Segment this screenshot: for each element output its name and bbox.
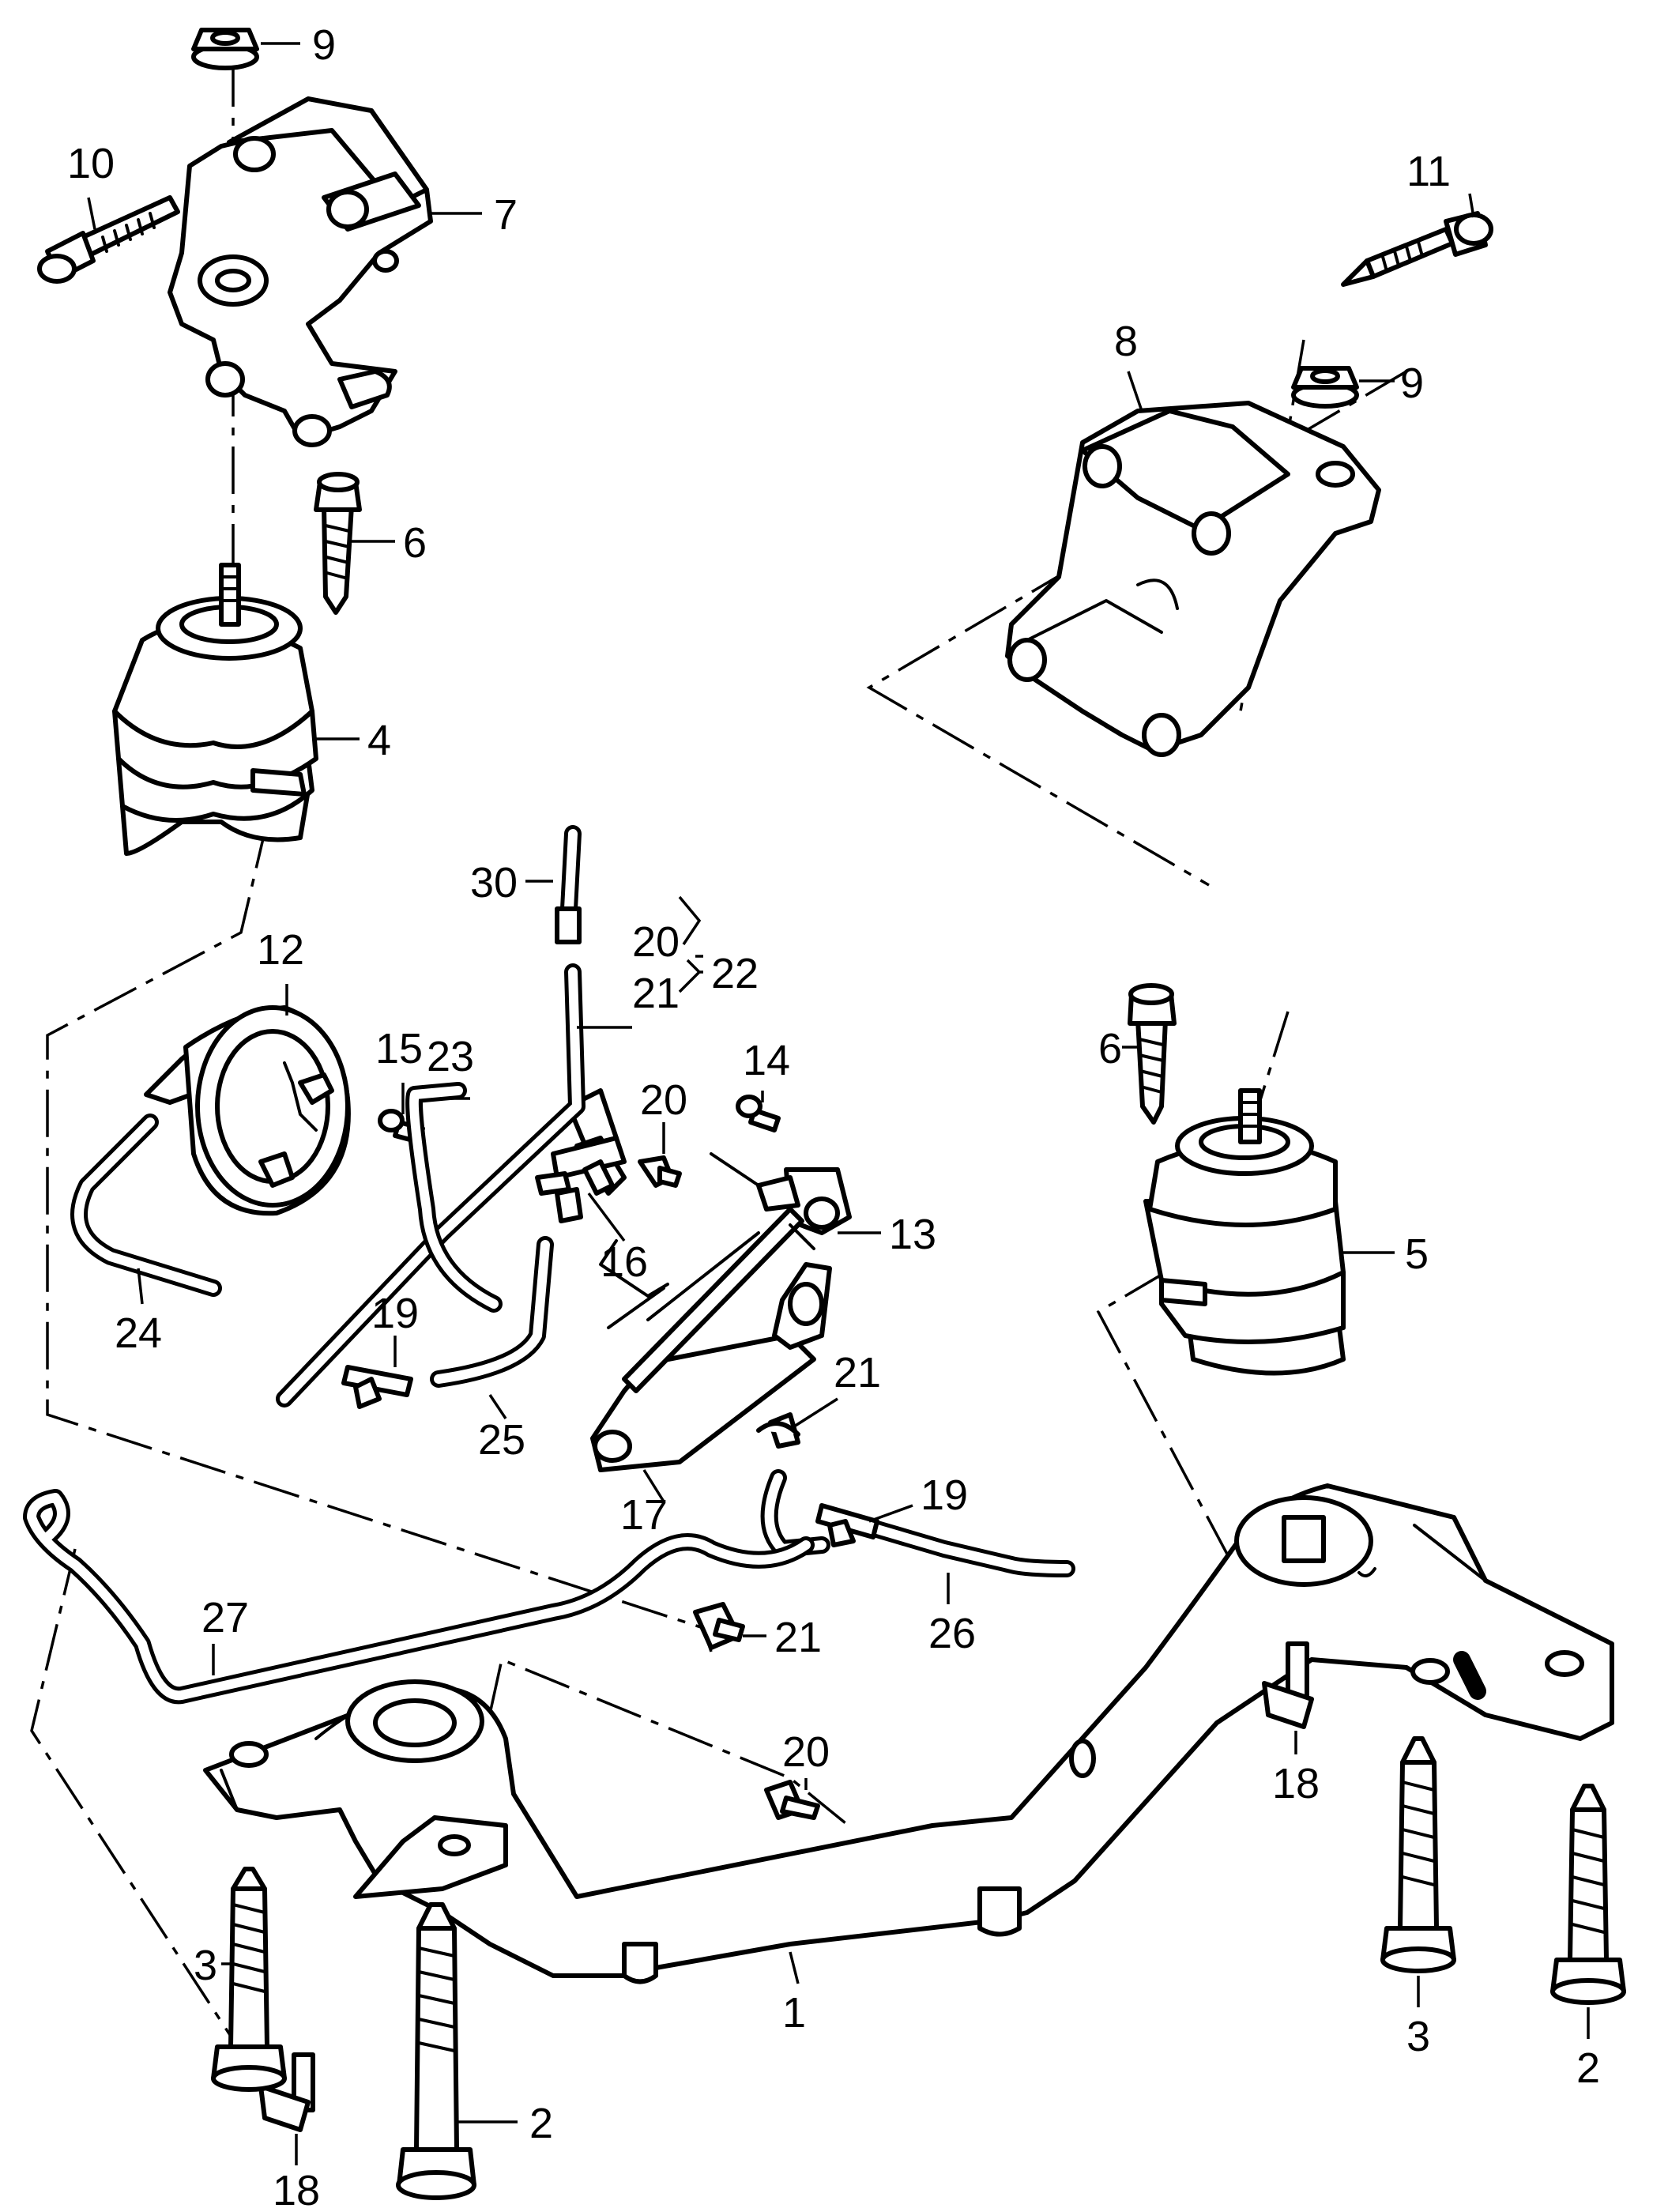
callout-25: 25 [478,1416,525,1464]
callout-3-right: 3 [1406,2013,1430,2060]
callout-1: 1 [782,1989,806,2037]
bolt-10 [37,195,180,284]
bolt-11 [1341,211,1493,287]
clip-20-upper [638,1155,682,1188]
callout-10: 10 [67,140,115,187]
callout-13: 13 [889,1211,936,1258]
callout-20-lower: 20 [782,1728,830,1776]
callout-6-left: 6 [403,519,427,567]
callout-5: 5 [1405,1230,1429,1278]
subframe-bolt-2-right [1550,1784,1626,2005]
bolt-6-right [1128,983,1177,1125]
clip-20-lower [764,1780,820,1820]
callout-14: 14 [743,1037,790,1084]
clip-21-lower [693,1602,745,1650]
subframe [203,1483,1614,1984]
vacuum-valve [535,1088,627,1223]
valve-assembly [590,1152,852,1472]
callout-18-left: 18 [273,2167,320,2212]
connector-19-left [341,1365,413,1409]
hoses [23,825,1486,1705]
elbow-connector-18-left [258,2052,315,2132]
callout-15: 15 [375,1025,423,1072]
subframe-bolt-3-right [1380,1736,1456,1973]
engine-mount-right [1143,1088,1346,1376]
callout-22: 22 [711,950,759,997]
callout-21-group: 21 [632,970,680,1017]
callout-16: 16 [601,1238,648,1286]
callout-labels: 9 10 7 11 8 9 6 4 30 20 21 22 12 15 23 1… [67,21,1600,2212]
callout-26: 26 [928,1610,976,1657]
screw-14 [736,1095,781,1132]
callout-7: 7 [494,191,518,239]
callout-27: 27 [201,1594,249,1641]
elbow-connector-18-right [1262,1641,1314,1729]
callout-3-left: 3 [194,1942,217,1989]
callout-19-left: 19 [371,1290,419,1337]
callout-4: 4 [367,717,391,764]
left-engine-bracket [168,96,433,447]
engine-mount-left [112,563,318,856]
leader-lines [87,42,1590,2165]
nut-right [1291,366,1359,409]
subframe-bolt-3-left [211,1867,287,2092]
callout-6-right: 6 [1098,1025,1122,1072]
callout-18-right: 18 [1272,1760,1320,1807]
callout-2-right: 2 [1576,2044,1600,2092]
callout-2-left: 2 [529,2100,553,2147]
callout-20-upper: 20 [640,1076,687,1124]
connector-19-right [815,1503,879,1547]
callout-23: 23 [427,1033,474,1080]
callout-9-top-left: 9 [312,21,336,69]
callout-30: 30 [470,859,518,906]
callout-21-lower: 21 [774,1614,822,1661]
vacuum-reservoir [144,1005,351,1216]
subframe-bolt-2-left [396,1902,476,2200]
callout-19-right: 19 [921,1472,968,1519]
callout-8: 8 [1114,318,1138,365]
bolt-6-left [314,472,362,615]
right-engine-bracket [1005,401,1381,757]
callout-24: 24 [115,1309,162,1357]
callout-9-right: 9 [1400,360,1424,407]
callout-17: 17 [620,1491,668,1539]
callout-12: 12 [257,926,304,974]
callout-21-right: 21 [834,1349,881,1396]
nut-top-left [191,28,259,70]
callout-11: 11 [1406,148,1451,195]
clip-21-right [756,1412,800,1449]
callout-20-group: 20 [632,918,680,966]
